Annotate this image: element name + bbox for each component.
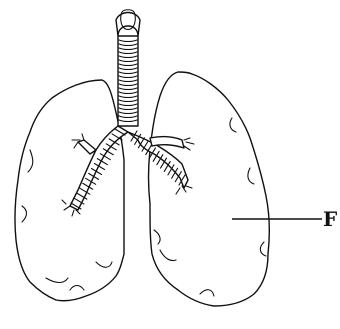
trachea (116, 10, 140, 126)
right-lung (149, 72, 270, 306)
label-F: F (323, 207, 337, 231)
left-lung (15, 80, 124, 301)
